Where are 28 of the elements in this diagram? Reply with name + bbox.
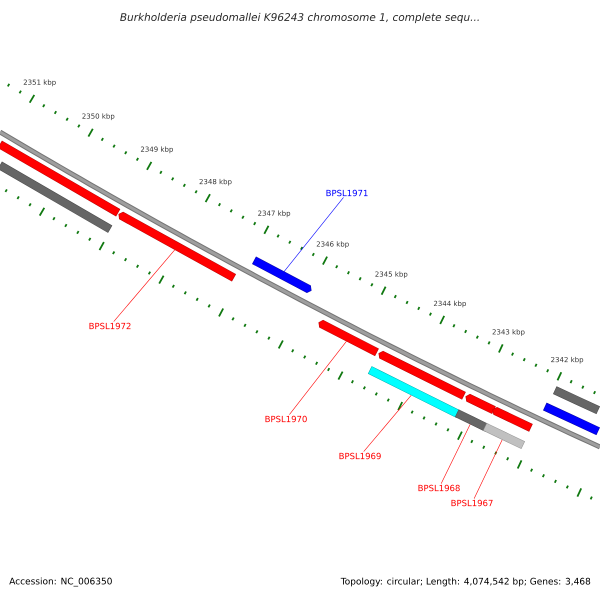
gene-label: BPSL1967 — [451, 500, 493, 506]
leader-line — [284, 197, 344, 272]
gene-label: BPSL1972 — [89, 322, 130, 330]
gene-segment — [466, 394, 496, 414]
leader-line — [113, 250, 175, 322]
gene-segment — [368, 366, 460, 418]
gene-segment — [483, 423, 525, 449]
gene-segment — [252, 256, 312, 294]
gene-label: BPSL1970 — [265, 416, 307, 422]
leader-line — [474, 440, 502, 499]
leader-line — [363, 395, 412, 452]
gene-segment — [378, 350, 466, 400]
leader-line — [440, 424, 470, 484]
title: Burkholderia pseudomallei K96243 chromosome 1, complete sequ... — [120, 12, 479, 24]
gene-label: BPSL1968 — [418, 484, 460, 492]
footer-text: Topology: circular; Length: 4,074,542 bp; Genes: 3,468 — [340, 578, 590, 586]
gene-segment — [543, 402, 600, 436]
gene-segment — [118, 212, 236, 282]
gene-segment — [553, 386, 600, 414]
gene-segment — [0, 140, 120, 216]
footer-text: Accession: NC_006350 — [9, 578, 112, 586]
gene-label: BPSL1971 — [326, 190, 368, 196]
gene-segment — [492, 406, 533, 432]
gene-segment — [318, 320, 379, 356]
gene-segment — [455, 409, 490, 432]
gene-label: BPSL1969 — [339, 452, 381, 460]
leader-line — [289, 341, 347, 415]
gene-segment — [0, 162, 112, 233]
